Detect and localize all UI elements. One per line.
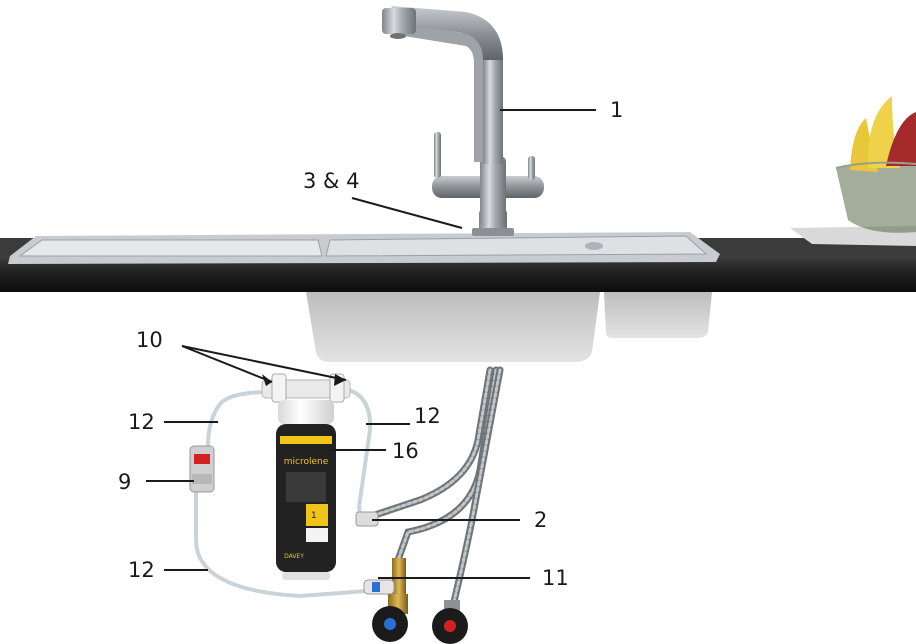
isolation-valves — [363, 558, 468, 644]
label-cartridge: 16 — [392, 439, 419, 463]
cartridge-brand: microlene — [284, 457, 329, 467]
sink-rim — [8, 232, 720, 264]
fruit-bowl — [790, 96, 916, 246]
filter-head — [261, 373, 351, 403]
label-tube-lower: 12 — [128, 558, 155, 582]
cartridge-stage: 1 — [311, 511, 317, 521]
label-tube-right: 12 — [414, 404, 441, 428]
label-flexi-connector: 2 — [534, 508, 547, 532]
label-tap-base: 3 & 4 — [303, 169, 359, 193]
cartridge-maker: DAVEY — [284, 553, 304, 560]
three-way-tap — [382, 6, 544, 236]
label-tube-left-upper: 12 — [128, 410, 155, 434]
leader-arrowheads — [262, 374, 346, 386]
leader-lines — [146, 109, 596, 579]
label-isolation-valve: 11 — [542, 566, 569, 590]
label-tap: 1 — [610, 98, 623, 122]
filter-cartridge: microlene 1 DAVEY — [276, 400, 336, 580]
braided-hoses — [368, 366, 504, 614]
sink-bowls — [306, 292, 712, 362]
inline-check-valve — [189, 445, 215, 493]
label-connectors: 10 — [136, 328, 163, 352]
label-valve: 9 — [118, 470, 131, 494]
